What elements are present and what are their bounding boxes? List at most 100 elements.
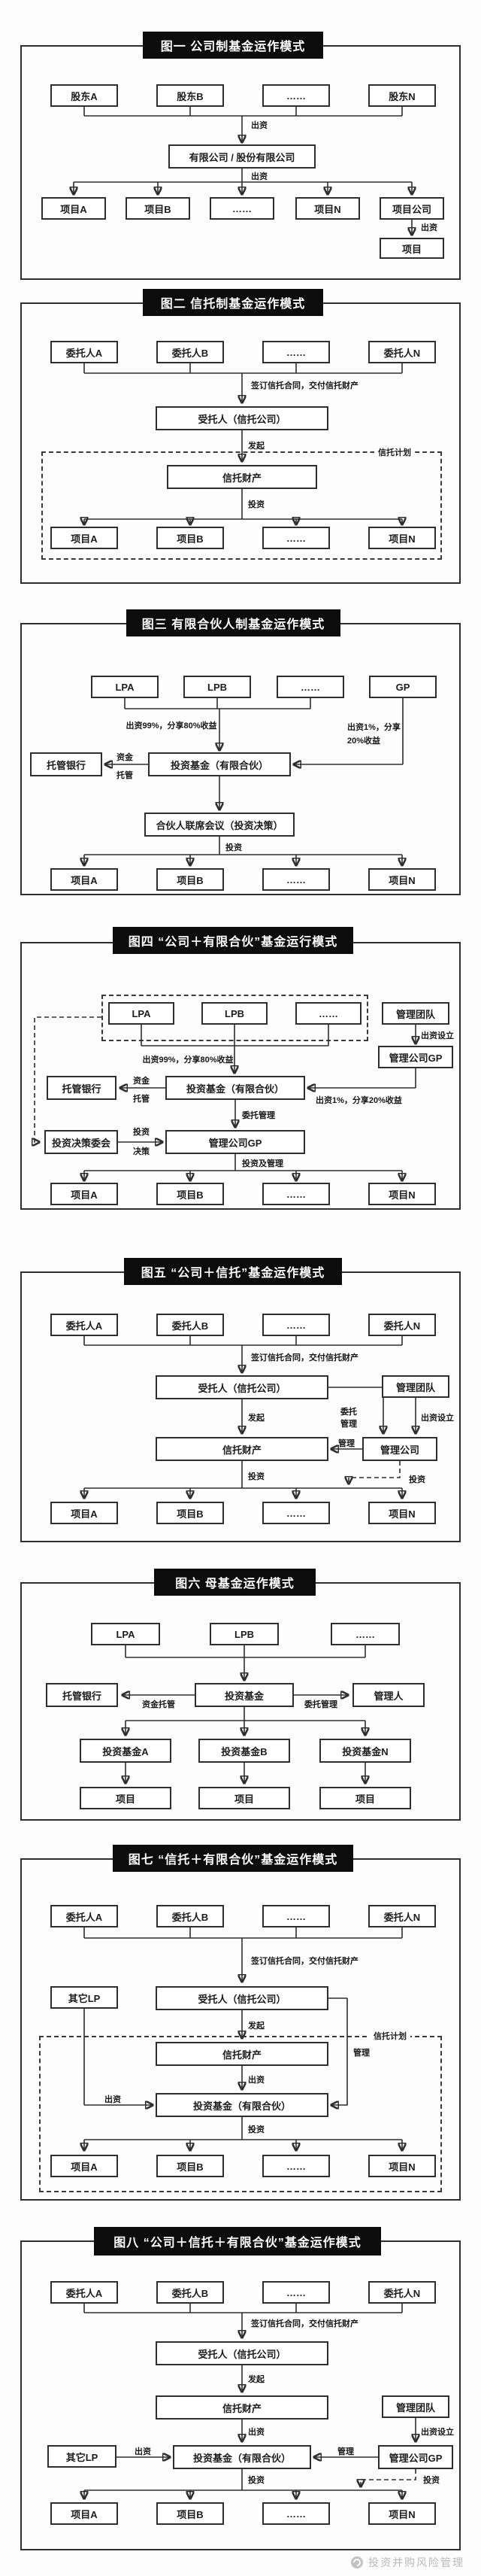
node-sub-fund-b: 投资基金B <box>198 1739 290 1763</box>
diagram5-connectors <box>0 1336 481 1544</box>
diagram-4-company-plus-lp-fund: 图四 “公司＋有限合伙”基金运行模式 LPA LPB …… 管理团队 管理公司G… <box>0 927 481 1211</box>
diagram-6-fund-of-funds: 图六 母基金运作模式 LPA LPB …… 投资基金 托管银行 管理人 投资基金… <box>0 1569 481 1822</box>
node-trustee-company: 受托人（信托公司） <box>156 1375 328 1399</box>
edge-label-invest: 投资 <box>423 2476 440 2485</box>
edge-label-gp-contribution: 出资1%，分享 <box>347 723 401 732</box>
node-trust-assets: 信托财产 <box>156 2395 328 2420</box>
node-project-n: 项目N <box>368 1183 436 1205</box>
node-ellipsis: …… <box>262 2502 330 2525</box>
edge-label-invest: 投资 <box>248 2476 265 2485</box>
edge-label-invest: 投资 <box>133 1128 150 1137</box>
edge-label-sign-contract: 签订信托合同，交付信托财产 <box>251 1353 358 1362</box>
node-ellipsis: …… <box>262 2155 330 2177</box>
node-project-b: 项目B <box>156 868 224 891</box>
edge-label-invest: 出资 <box>421 223 437 232</box>
edge-label-contribution: 出资 <box>104 2095 121 2104</box>
edge-label-lp-contribution: 出资99%，分享80%收益 <box>126 721 217 731</box>
diagram-2-trust-fund: 图二 信托制基金运作模式 委托人A 委托人B …… 委托人N 受托人（信托公司）… <box>0 289 481 585</box>
edge-label-gp-contribution: 出资1%，分享20%收益 <box>316 1096 402 1105</box>
node-lpb: LPB <box>183 676 251 698</box>
node-ellipsis: …… <box>262 2281 330 2304</box>
edge-label-setup: 出资设立 <box>421 1414 454 1423</box>
diagram2-title: 图二 信托制基金运作模式 <box>143 289 323 316</box>
node-project-n: 项目N <box>368 1502 436 1524</box>
node-project-a: 项目A <box>50 2502 118 2525</box>
node-other-lp: 其它LP <box>47 2445 116 2468</box>
node-shareholder-b: 股东B <box>156 84 224 107</box>
node-project-b: 项目B <box>156 527 224 549</box>
edge-label-contribution: 出资 <box>248 2076 265 2085</box>
node-investment-fund-lp: 投资基金（有限合伙） <box>156 2093 328 2117</box>
node-management-team: 管理团队 <box>382 1375 449 1398</box>
diagram6-title: 图六 母基金运作模式 <box>154 1569 316 1596</box>
node-custodian-bank: 托管银行 <box>30 752 102 776</box>
node-lpa: LPA <box>91 1623 160 1645</box>
diagram-1-company-fund: 图一 公司制基金运作模式 股东A 股东B …… 股东N 有限公司 / 股份有限公… <box>0 32 481 281</box>
node-principal-a: 委托人A <box>50 2281 118 2304</box>
edge-label-contribution: 出资 <box>135 2447 151 2456</box>
watermark-text: 投资并购风险管理 <box>368 2556 464 2568</box>
node-custodian-bank: 托管银行 <box>47 1076 116 1100</box>
node-management-company: 管理公司 <box>362 1437 437 1461</box>
node-trust-assets: 信托财产 <box>156 1437 328 1461</box>
node-management-company-gp: 管理公司GP <box>378 2445 453 2469</box>
diagram-5-company-plus-trust-fund: 图五 “公司＋信托”基金运作模式 委托人A 委托人B …… 委托人N 受托人（信… <box>0 1258 481 1544</box>
edge-label-gp-contribution: 20%收益 <box>347 737 381 746</box>
node-lpb: LPB <box>210 1623 279 1645</box>
edge-label-invest: 投资 <box>409 1475 425 1484</box>
node-lpb: LPB <box>201 1002 268 1025</box>
node-ellipsis: …… <box>262 1183 330 1205</box>
diagram7-connectors <box>0 1927 481 2202</box>
diagram4-title: 图四 “公司＋有限合伙”基金运行模式 <box>113 927 353 954</box>
edge-label-entrust-manage: 委托管理 <box>242 1111 275 1120</box>
node-trust-assets: 信托财产 <box>167 465 317 489</box>
diagram1-title: 图一 公司制基金运作模式 <box>143 32 323 59</box>
node-project-a: 项目A <box>50 1502 118 1524</box>
node-gp: GP <box>369 676 437 698</box>
node-ellipsis: …… <box>262 84 330 107</box>
node-project-b: 项目B <box>156 1502 224 1524</box>
node-limited-company: 有限公司 / 股份有限公司 <box>168 144 316 169</box>
node-ellipsis: …… <box>262 1314 330 1336</box>
node-project-n: 项目N <box>368 527 436 549</box>
node-principal-b: 委托人B <box>156 1314 224 1336</box>
diagram1-connectors <box>0 107 481 281</box>
edge-label-setup: 出资设立 <box>421 2428 454 2437</box>
trust-plan-label: 信托计划 <box>370 2030 410 2042</box>
edge-label-manage: 管理 <box>338 1439 355 1448</box>
edge-label-sign-contract: 签订信托合同，交付信托财产 <box>251 2319 358 2328</box>
node-lpa: LPA <box>108 1002 174 1025</box>
node-principal-n: 委托人N <box>368 341 436 363</box>
edge-label-lp-contribution: 出资99%，分享80%收益 <box>142 1056 234 1065</box>
node-project-b: 项目B <box>156 1183 224 1205</box>
edge-label-invest: 出资 <box>251 172 268 181</box>
edge-label-fund-custody: 资金托管 <box>142 1700 175 1709</box>
node-investment-fund-lp: 投资基金（有限合伙） <box>165 1076 305 1100</box>
node-ellipsis: …… <box>331 1623 400 1645</box>
node-project-b: 项目B <box>156 2502 224 2525</box>
node-principal-n: 委托人N <box>368 1314 436 1336</box>
node-trustee-company: 受托人（信托公司） <box>156 1986 328 2010</box>
edge-label-custody: 托管 <box>133 1095 150 1104</box>
diagram7-title: 图七 “信托＋有限合伙”基金运作模式 <box>113 1845 353 1872</box>
node-project: 项目 <box>319 1787 411 1809</box>
diagram-3-limited-partnership-fund: 图三 有限合伙人制基金运作模式 LPA LPB …… GP 投资基金（有限合伙）… <box>0 609 481 897</box>
edge-label-funds: 资金 <box>116 753 133 762</box>
edge-label-invest-and-manage: 投资及管理 <box>242 1159 283 1168</box>
edge-label-contribution: 出资 <box>248 2428 265 2437</box>
node-project-b: 项目B <box>126 197 190 220</box>
node-ellipsis: …… <box>262 1905 330 1927</box>
node-trustee-company: 受托人（信托公司） <box>156 406 328 430</box>
node-project-b: 项目B <box>156 2155 224 2177</box>
node-trust-assets: 信托财产 <box>156 2042 328 2066</box>
node-ellipsis: …… <box>277 676 344 698</box>
diagram3-connectors <box>0 698 481 897</box>
node-principal-b: 委托人B <box>156 1905 224 1927</box>
diagram5-title: 图五 “公司＋信托”基金运作模式 <box>124 1258 342 1285</box>
watermark: 投资并购风险管理 <box>350 2555 464 2570</box>
node-principal-b: 委托人B <box>156 341 224 363</box>
node-management-team: 管理团队 <box>382 1002 449 1025</box>
node-principal-a: 委托人A <box>50 1314 118 1336</box>
watermark-logo-icon <box>350 2556 364 2569</box>
